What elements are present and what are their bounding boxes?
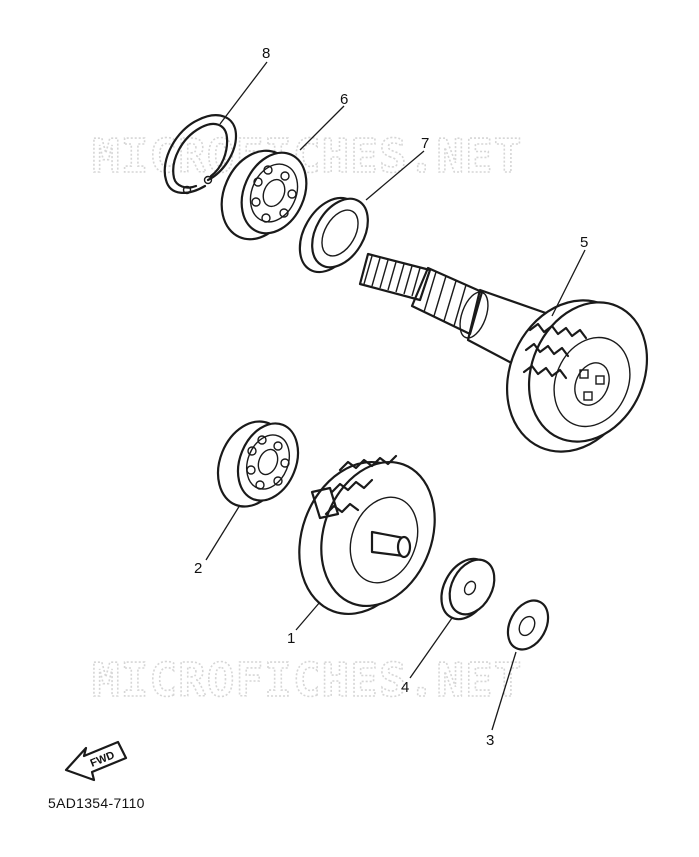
part-8-circlip bbox=[163, 114, 238, 195]
part-7-oil-seal bbox=[298, 196, 369, 274]
callout-line-5 bbox=[551, 249, 586, 317]
callout-line-8 bbox=[219, 61, 268, 125]
callout-line-6 bbox=[299, 105, 345, 151]
callout-line-4 bbox=[409, 617, 453, 679]
part-4-washer bbox=[440, 557, 496, 621]
diagram-code: 5AD1354-7110 bbox=[48, 795, 145, 811]
part-5-shaft-gear bbox=[358, 252, 649, 453]
part-number-4: 4 bbox=[401, 679, 409, 696]
part-1-gear bbox=[298, 454, 436, 616]
part-3-washer bbox=[506, 599, 550, 651]
callout-line-2 bbox=[205, 504, 241, 561]
callout-line-3 bbox=[491, 651, 517, 731]
part-number-6: 6 bbox=[340, 91, 348, 108]
watermark-top: MICROFICHES.NET bbox=[92, 129, 522, 183]
part-number-1: 1 bbox=[287, 630, 295, 647]
part-number-7: 7 bbox=[421, 135, 429, 152]
fwd-arrow-icon: FWD bbox=[64, 740, 128, 782]
part-number-5: 5 bbox=[580, 234, 588, 251]
part-number-3: 3 bbox=[486, 732, 494, 749]
part-2-bearing bbox=[216, 420, 300, 508]
part-6-bearing bbox=[220, 149, 308, 241]
part-number-8: 8 bbox=[262, 45, 270, 62]
callout-line-1 bbox=[295, 601, 321, 631]
watermark-bottom: MICROFICHES.NET bbox=[92, 653, 522, 707]
callout-line-7 bbox=[365, 150, 425, 201]
part-number-2: 2 bbox=[194, 560, 202, 577]
